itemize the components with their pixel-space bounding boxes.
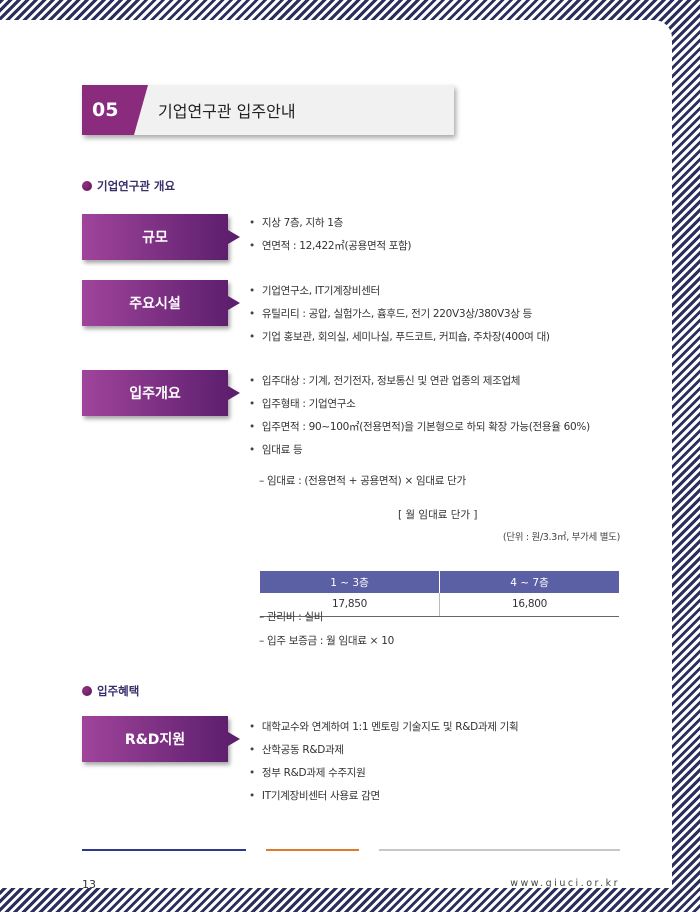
page: 05 기업연구관 입주안내 기업연구관 개요 규모 지상 7층, 지하 1층 연… <box>0 20 672 891</box>
list-item: 유틸리티 : 공압, 실험가스, 흄후드, 전기 220V3상/380V3상 등 <box>249 307 550 330</box>
deposit: – 입주 보증금 : 월 임대료 × 10 <box>259 635 394 647</box>
tenancy-label: 입주개요 <box>82 370 240 416</box>
list-item: 지상 7층, 지하 1층 <box>249 216 411 239</box>
list-item: 입주형태 : 기업연구소 <box>249 397 590 420</box>
facilities-label-text: 주요시설 <box>129 296 181 312</box>
scale-label-text: 규모 <box>142 230 168 246</box>
list-item: 대학교수와 연계하여 1:1 멘토링 기술지도 및 R&D과제 기획 <box>249 720 519 743</box>
footer-line-orange <box>266 849 359 851</box>
scale-label: 규모 <box>82 214 240 260</box>
list-item: 입주면적 : 90~100㎡(전용면적)을 기본형으로 하되 확장 가능(전용율… <box>249 420 590 443</box>
page-number: 13 <box>82 878 96 891</box>
table-cell: 17,850 <box>260 593 440 617</box>
rnd-label-text: R&D지원 <box>124 732 186 748</box>
table-header-row: 1 ~ 3층 4 ~ 7층 <box>260 571 619 593</box>
table-header: 1 ~ 3층 <box>260 571 440 593</box>
rnd-label: R&D지원 <box>82 716 240 762</box>
list-item: 임대료 등 <box>249 443 590 466</box>
section-number: 05 <box>82 85 148 135</box>
table-header: 4 ~ 7층 <box>439 571 619 593</box>
benefits-heading-text: 입주혜택 <box>97 684 140 698</box>
overview-heading-text: 기업연구관 개요 <box>97 179 176 193</box>
list-item: 정부 R&D과제 수주지원 <box>249 766 518 789</box>
list-item: 기업 홍보관, 회의실, 세미나실, 푸드코트, 커피숍, 주차장(400여 대… <box>249 330 550 353</box>
list-item: IT기계장비센터 사용료 감면 <box>249 789 518 812</box>
footer-line-blue <box>82 849 246 851</box>
bullet-dot-icon <box>82 181 92 191</box>
facilities-label: 주요시설 <box>82 280 240 326</box>
benefits-heading: 입주혜택 <box>82 683 139 699</box>
bullet-dot-icon <box>82 686 92 696</box>
management-fee: – 관리비 : 실비 <box>259 611 324 623</box>
section-title: 기업연구관 입주안내 <box>158 102 296 121</box>
facilities-list: 기업연구소, IT기계장비센터 유틸리티 : 공압, 실험가스, 흄후드, 전기… <box>249 284 550 353</box>
footer-line-gray <box>379 849 620 851</box>
list-item: 기업연구소, IT기계장비센터 <box>249 284 550 307</box>
scale-list: 지상 7층, 지하 1층 연면적 : 12,422㎡(공용면적 포함) <box>249 216 412 262</box>
list-item: 산학공동 R&D과제 <box>249 743 518 766</box>
list-item: 연면적 : 12,422㎡(공용면적 포함) <box>249 239 412 262</box>
rent-formula: – 임대료 : (전용면적 + 공용면적) × 임대료 단가 <box>259 475 466 487</box>
website-url: www.giuci.or.kr <box>510 878 620 889</box>
rent-table: 1 ~ 3층 4 ~ 7층 17,850 16,800 <box>260 571 619 617</box>
list-item: 입주대상 : 기계, 전기전자, 정보통신 및 연관 업종의 제조업체 <box>249 374 590 397</box>
tenancy-label-text: 입주개요 <box>129 386 181 402</box>
table-caption: [ 월 임대료 단가 ] <box>398 509 478 521</box>
table-unit-note: (단위 : 원/3.3㎡, 부가세 별도) <box>502 532 620 543</box>
overview-heading: 기업연구관 개요 <box>82 178 175 194</box>
table-row: 17,850 16,800 <box>260 593 619 617</box>
tenancy-list: 입주대상 : 기계, 전기전자, 정보통신 및 연관 업종의 제조업체 입주형태… <box>249 374 590 466</box>
rnd-list: 대학교수와 연계하여 1:1 멘토링 기술지도 및 R&D과제 기획 산학공동 … <box>249 720 519 812</box>
table-cell: 16,800 <box>439 593 619 617</box>
section-header: 05 기업연구관 입주안내 <box>82 85 454 135</box>
